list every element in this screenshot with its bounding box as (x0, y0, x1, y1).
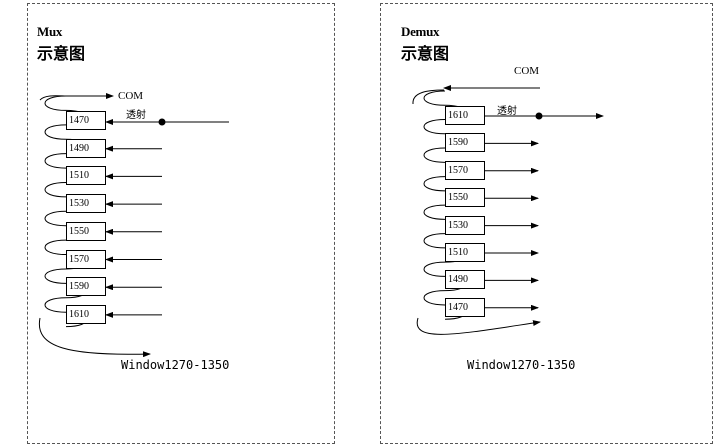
channel-box: 1550 (445, 188, 485, 208)
demux-panel (380, 3, 713, 444)
demux-window-label: Window1270-1350 (467, 358, 576, 372)
demux-transmit-label: 透射 (497, 106, 517, 117)
channel-box: 1590 (445, 133, 485, 153)
mux-window-label: Window1270-1350 (121, 358, 230, 372)
channel-box: 1550 (66, 221, 106, 241)
demux-connectors (412, 85, 604, 335)
mux-title: Mux (37, 24, 63, 39)
channel-box: 1510 (66, 166, 106, 186)
channel-box: 1590 (66, 277, 106, 297)
channel-box: 1610 (445, 106, 485, 125)
channel-box: 1570 (445, 160, 485, 180)
demux-subtitle: 示意图 (401, 44, 450, 63)
mux-com-label: COM (118, 90, 144, 102)
demux-com-label: COM (514, 65, 540, 77)
channel-box: 1570 (66, 249, 106, 269)
channel-box: 1470 (445, 297, 485, 317)
channel-box: 1490 (66, 138, 106, 158)
mux-subtitle: 示意图 (37, 44, 86, 63)
mux-panel (27, 3, 335, 444)
mux-transmit-label: 透射 (126, 110, 146, 121)
channel-box: 1470 (66, 111, 106, 130)
waveguide-curve (412, 89, 445, 105)
channel-box: 1530 (66, 194, 106, 214)
channel-box: 1510 (445, 243, 485, 262)
com-output-arrow (39, 93, 114, 101)
junction-dot (535, 112, 543, 120)
demux-title: Demux (401, 24, 440, 39)
channel-box: 1610 (66, 304, 106, 324)
window-arrow (416, 317, 541, 335)
channel-box: 1490 (445, 270, 485, 290)
channel-box: 1530 (445, 215, 485, 235)
window-arrow (38, 317, 151, 358)
